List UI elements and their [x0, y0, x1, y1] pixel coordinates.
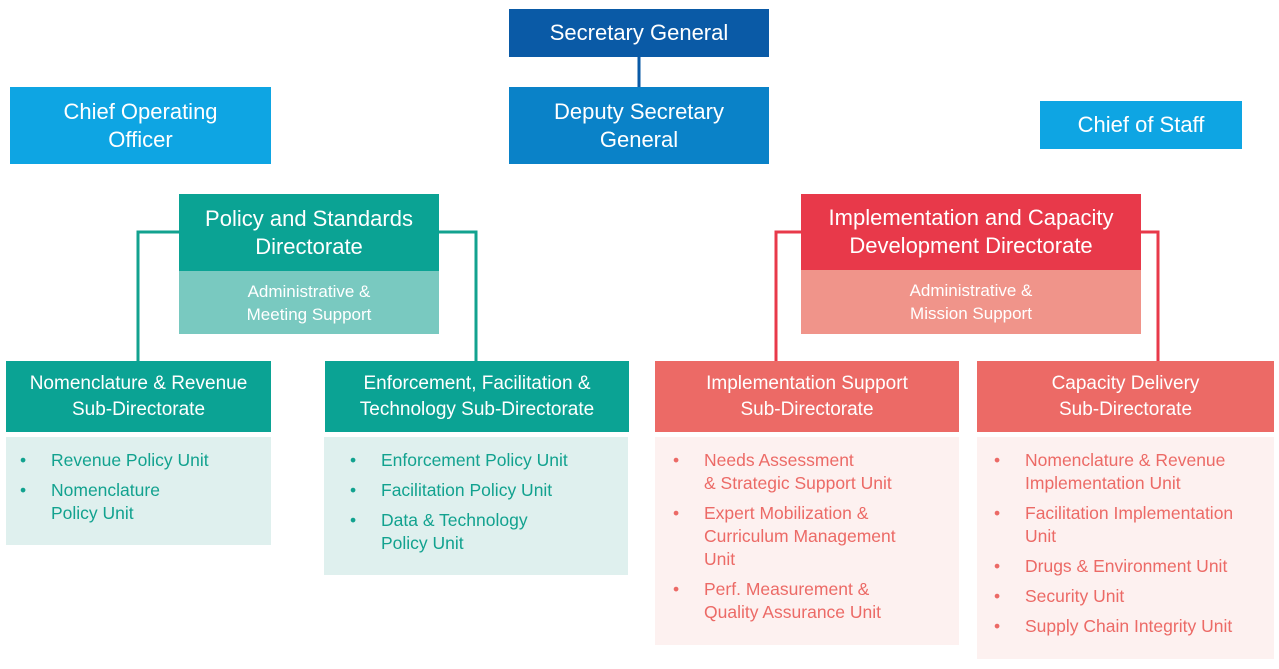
- policy-right-branch: [438, 230, 478, 362]
- chief-operating-officer-box: Chief Operating Officer: [10, 87, 271, 164]
- list-item: Facilitation Policy Unit: [336, 479, 618, 502]
- implementation-support-subdirectorate-box: Implementation Support Sub-Directorate: [655, 361, 959, 432]
- chief-operating-officer-label: Chief Operating Officer: [63, 98, 218, 152]
- secretary-general-box: Secretary General: [509, 9, 769, 57]
- deputy-secretary-general-label: Deputy Secretary General: [554, 98, 724, 152]
- impl-right-branch: [1140, 230, 1160, 362]
- nomenclature-subdirectorate-box: Nomenclature & Revenue Sub-Directorate: [6, 361, 271, 432]
- chief-of-staff-label: Chief of Staff: [1077, 112, 1205, 137]
- capacity-delivery-units-list: Nomenclature & Revenue Implementation Un…: [977, 437, 1274, 659]
- list-item: Data & Technology Policy Unit: [336, 509, 618, 555]
- enforcement-units-list: Enforcement Policy Unit Facilitation Pol…: [324, 437, 628, 575]
- policy-left-branch: [136, 230, 180, 362]
- nomenclature-subdirectorate-label: Nomenclature & Revenue Sub-Directorate: [29, 372, 248, 420]
- list-item: Enforcement Policy Unit: [336, 449, 618, 472]
- policy-directorate-label: Policy and Standards Directorate: [205, 205, 413, 259]
- list-item: Security Unit: [980, 585, 1264, 608]
- policy-support-box: Administrative & Meeting Support: [179, 271, 439, 334]
- list-item: Expert Mobilization & Curriculum Managem…: [659, 502, 949, 571]
- enforcement-subdirectorate-box: Enforcement, Facilitation & Technology S…: [325, 361, 629, 432]
- list-item: Needs Assessment & Strategic Support Uni…: [659, 449, 949, 495]
- enforcement-subdirectorate-label: Enforcement, Facilitation & Technology S…: [359, 372, 595, 420]
- secretary-general-label: Secretary General: [549, 20, 729, 45]
- implementation-support-label: Administrative & Mission Support: [909, 281, 1033, 323]
- policy-directorate-box: Policy and Standards Directorate: [179, 194, 439, 271]
- implementation-support-subdirectorate-label: Implementation Support Sub-Directorate: [706, 372, 908, 420]
- list-item: Revenue Policy Unit: [6, 449, 261, 472]
- implementation-support-box: Administrative & Mission Support: [801, 270, 1141, 334]
- impl-left-branch: [774, 230, 802, 362]
- deputy-secretary-general-box: Deputy Secretary General: [509, 87, 769, 164]
- implementation-directorate-label: Implementation and Capacity Development …: [828, 205, 1114, 258]
- chief-of-staff-box: Chief of Staff: [1040, 101, 1242, 149]
- nomenclature-units-list: Revenue Policy Unit Nomenclature Policy …: [6, 437, 271, 545]
- list-item: Nomenclature & Revenue Implementation Un…: [980, 449, 1264, 495]
- list-item: Drugs & Environment Unit: [980, 555, 1264, 578]
- implementation-support-units-list: Needs Assessment & Strategic Support Uni…: [655, 437, 959, 645]
- policy-support-label: Administrative & Meeting Support: [246, 281, 372, 324]
- list-item: Supply Chain Integrity Unit: [980, 615, 1264, 638]
- list-item: Perf. Measurement & Quality Assurance Un…: [659, 578, 949, 624]
- list-item: Nomenclature Policy Unit: [6, 479, 261, 525]
- capacity-delivery-subdirectorate-label: Capacity Delivery Sub-Directorate: [1051, 372, 1200, 420]
- capacity-delivery-subdirectorate-box: Capacity Delivery Sub-Directorate: [977, 361, 1274, 432]
- list-item: Facilitation Implementation Unit: [980, 502, 1264, 548]
- implementation-directorate-box: Implementation and Capacity Development …: [801, 194, 1141, 270]
